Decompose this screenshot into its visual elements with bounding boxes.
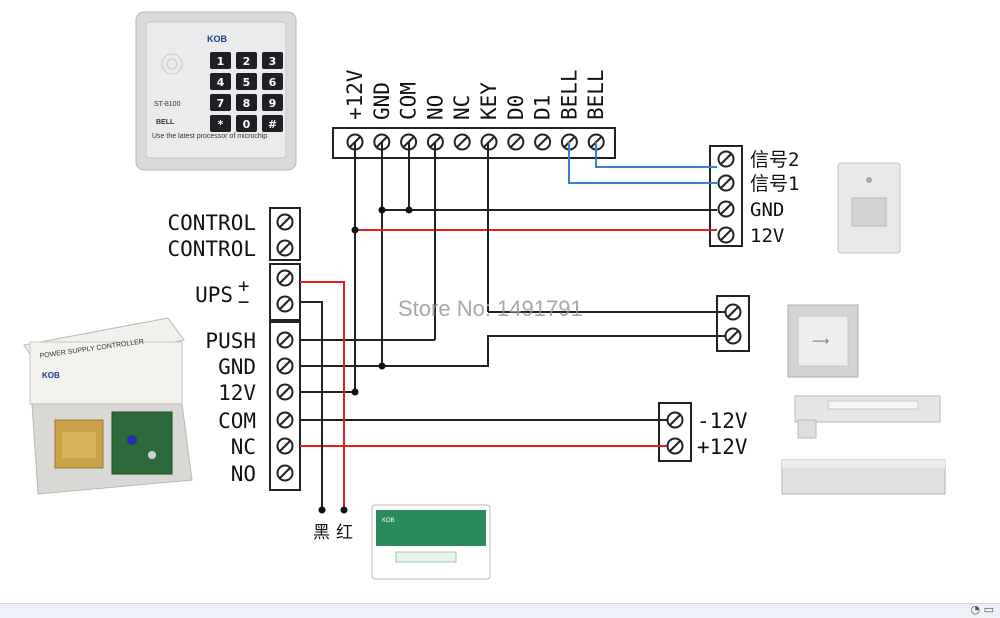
reader-terminal-label: BELL (584, 69, 608, 120)
reader-terminal-screw (507, 133, 525, 151)
wires (300, 142, 725, 514)
doorbell-terminal-screw (717, 226, 735, 244)
exit-button-terminal-screw (724, 327, 742, 345)
controller-terminal-label: CONTROL (167, 211, 256, 235)
lock-terminal-screw (666, 411, 684, 429)
reader-terminal-screw (453, 133, 471, 151)
keypad-device: KOB ST-8100 BELL Use the latest processo… (135, 11, 297, 171)
doorbell-terminal-label: 12V (750, 225, 784, 247)
keypad-key-label: 1 (217, 55, 225, 68)
reader-terminal-screw (534, 133, 552, 151)
keypad-brand: KOB (207, 34, 228, 44)
magnetic-lock (781, 459, 946, 495)
controller-terminal-label: PUSH (205, 329, 256, 353)
keypad-key: 4 (210, 73, 231, 90)
keypad-model: ST-8100 (154, 101, 181, 108)
power-supply-brand: KOB (42, 371, 60, 380)
controller-terminal-label: COM (218, 409, 256, 433)
reader-terminal-label: BELL (557, 69, 581, 120)
keypad-footer: Use the latest processor of microchip (152, 133, 267, 140)
keypad-key-label: 4 (217, 76, 225, 89)
ups-minus-label: − (238, 291, 249, 313)
reader-terminal-label: KEY (477, 82, 501, 120)
controller-terminal-screw (276, 464, 294, 482)
reader-terminal-label: D0 (504, 95, 528, 120)
doorbell-terminal-screw (717, 200, 735, 218)
svg-text:⟶: ⟶ (812, 334, 829, 348)
store-watermark: Store No: 1491791 (398, 296, 583, 321)
exit-button-device: ⟶ (787, 304, 859, 378)
keypad-key: * (210, 115, 231, 132)
lock-terminal-block: -12V+12V (658, 402, 748, 462)
controller-terminal-label: NC (231, 435, 256, 459)
electric-bolt-lock (794, 395, 941, 439)
keypad-key: 3 (262, 52, 283, 69)
keypad-key: 5 (236, 73, 257, 90)
keypad-key-label: * (218, 118, 224, 131)
keypad-key-label: 6 (269, 76, 277, 89)
ups-plus-label: + (238, 275, 249, 297)
reader-terminal-label: NO (423, 95, 447, 120)
keypad-key-label: 3 (269, 55, 277, 68)
reader-terminal-label: COM (397, 82, 421, 120)
keypad-key: 8 (236, 94, 257, 111)
doorbell-terminal-screw (717, 150, 735, 168)
reader-terminal-label: +12V (343, 69, 367, 120)
controller-terminal-screw (276, 213, 294, 231)
status-bar (0, 603, 1000, 618)
doorbell-terminal-label: 信号1 (750, 173, 799, 195)
controller-terminal-label: 12V (218, 381, 256, 405)
controller-terminal-label: GND (218, 355, 256, 379)
lock-terminal-screw (666, 437, 684, 455)
doorbell-device (837, 162, 901, 254)
keypad-key-label: 7 (217, 97, 225, 110)
exit-button-terminal-screw (724, 303, 742, 321)
lock-terminal-label: +12V (697, 435, 748, 459)
keypad-key-label: # (268, 118, 277, 131)
controller-terminal-screw (276, 411, 294, 429)
power-supply-device: POWER SUPPLY CONTROLLER KOB (23, 317, 193, 495)
keypad-key: 7 (210, 94, 231, 111)
keypad-key-label: 2 (243, 55, 251, 68)
keypad-key: # (262, 115, 283, 132)
keypad-key: 2 (236, 52, 257, 69)
controller-terminal-screw (276, 295, 294, 313)
wiring-diagram: KOB ST-8100 BELL Use the latest processo… (23, 11, 946, 580)
controller-terminal-screw (276, 239, 294, 257)
keypad-key-label: 8 (243, 97, 251, 110)
ups-label: UPS (195, 283, 233, 307)
reader-terminal-label: D1 (531, 95, 555, 120)
controller-terminal-screw (276, 269, 294, 287)
controller-terminal-screw (276, 357, 294, 375)
lock-terminal-label: -12V (697, 409, 748, 433)
keypad-key-label: 9 (269, 97, 277, 110)
reader-terminal-label: NC (450, 95, 474, 120)
controller-terminal-screw (276, 383, 294, 401)
controller-terminal-label: NO (231, 462, 256, 486)
controller-terminal-screw (276, 331, 294, 349)
reader-terminal-label: GND (370, 82, 394, 120)
battery-red-label: 红 (336, 523, 353, 543)
controller-terminal-label: CONTROL (167, 237, 256, 261)
exit-button-terminal-block (716, 295, 750, 352)
keypad-key: 9 (262, 94, 283, 111)
battery-black-label: 黑 (313, 523, 330, 543)
doorbell-terminal-label: 信号2 (750, 149, 799, 171)
keypad-key-label: 5 (243, 76, 251, 89)
battery-device: KOB (371, 504, 491, 580)
status-bar-icon: ◔ ▭ (970, 603, 995, 616)
keypad-bell-label: BELL (156, 119, 175, 126)
keypad-key: 6 (262, 73, 283, 90)
battery-brand: KOB (382, 518, 395, 524)
keypad-keys: 1 2 3 4 5 6 7 8 9 * 0 # (210, 52, 283, 132)
keypad-key: 0 (236, 115, 257, 132)
doorbell-terminal-screw (717, 174, 735, 192)
doorbell-terminal-label: GND (750, 199, 784, 221)
keypad-key: 1 (210, 52, 231, 69)
controller-terminal-screw (276, 437, 294, 455)
keypad-key-label: 0 (243, 118, 251, 131)
